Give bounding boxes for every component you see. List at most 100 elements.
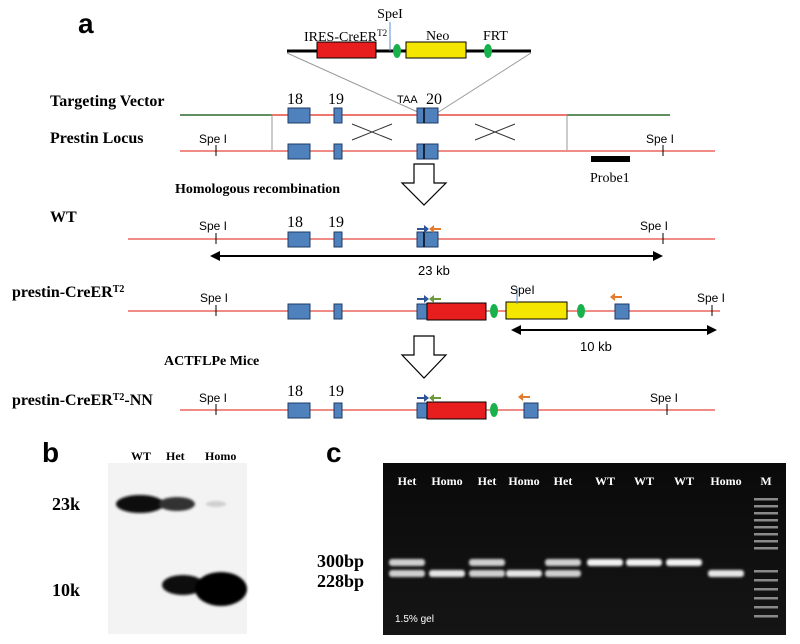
cre-frt-right <box>577 304 585 318</box>
gel-ladder-band <box>754 505 778 508</box>
targeting-vector-row: 18 19 20 TAA <box>180 91 670 124</box>
actflpe-label: ACTFLPe Mice <box>164 354 259 369</box>
gel-percentage-note: 1.5% gel <box>395 614 434 625</box>
probe1-label: Probe1 <box>590 171 630 186</box>
ires-creert2-label: IRES-CreERT2 <box>304 28 387 45</box>
gel-band-228bp <box>506 570 542 577</box>
cre-spei-right-label: Spe I <box>697 291 725 305</box>
gel-lane-label: WT <box>634 474 654 488</box>
expansion-line-left <box>286 52 421 114</box>
gel-lane-label: M <box>760 474 771 488</box>
gel-band-228bp <box>545 570 581 577</box>
cre-neo-box <box>505 301 568 320</box>
wt-exon-19-label: 19 <box>328 214 344 231</box>
southern-blot: WT Het Homo 23k 10k <box>52 449 247 634</box>
gel-bands <box>389 559 744 577</box>
southern-size-23k: 23k <box>52 494 80 514</box>
nn-creert2-box <box>426 401 487 420</box>
southern-band-het-10k <box>162 575 204 595</box>
prestin-creert2-label: prestin-CreERT2 <box>12 284 124 302</box>
locus-spei-right-label: Spe I <box>646 132 674 146</box>
locus-exon-19 <box>333 143 343 160</box>
panel-c-label: c <box>326 437 342 468</box>
nn-exon-18 <box>287 402 311 419</box>
cre-primer-reverse-icon <box>610 293 622 301</box>
gel-lane-label: Homo <box>431 474 462 488</box>
gel-ladder-band <box>754 615 778 618</box>
taa-label: TAA <box>397 94 418 106</box>
spei-cassette-label: SpeI <box>377 7 403 22</box>
frt-site-right <box>484 44 492 58</box>
prestin-creert2-allele-row: SpeI Spe I Spe I 10 kb <box>128 283 725 354</box>
wt-exon-20 <box>416 231 439 248</box>
gel-ladder-band <box>754 579 778 582</box>
targeting-cassette: SpeI IRES-CreERT2 Neo FRT <box>287 7 531 59</box>
gel-ladder-band <box>754 533 778 536</box>
panel-a-label: a <box>78 8 94 39</box>
southern-blot-film <box>108 463 247 634</box>
wt-primer-reverse-icon <box>429 225 441 233</box>
wt-exon-18 <box>287 231 311 248</box>
gel-ladder-band <box>754 519 778 522</box>
gel-size-228bp: 228bp <box>317 571 364 591</box>
gel-ladder-band <box>754 606 778 609</box>
southern-lane-het: Het <box>166 449 185 463</box>
southern-size-10k: 10k <box>52 580 80 600</box>
wt-allele-row: 18 19 Spe I Spe I 23 kb <box>128 214 715 278</box>
cre-spei-left-label: Spe I <box>200 291 228 305</box>
gel-band-228bp <box>708 570 744 577</box>
prestin-creert2-nn-label: prestin-CreERT2-NN <box>12 392 153 410</box>
southern-lane-homo: Homo <box>205 449 236 463</box>
recombination-arrow <box>400 163 448 206</box>
gel-ladder-band <box>754 547 778 550</box>
cre-creert2-box <box>426 302 487 321</box>
ires-creert2-box <box>316 41 377 59</box>
prestin-locus-label: Prestin Locus <box>50 130 143 147</box>
expansion-line-right <box>436 52 532 114</box>
vector-exon-19 <box>333 107 343 124</box>
vector-exon-20 <box>416 107 439 124</box>
gel-band-300bp <box>545 559 581 566</box>
gel-ladder-band <box>754 512 778 515</box>
gel-band-228bp <box>469 570 505 577</box>
gel-lane-label: WT <box>595 474 615 488</box>
cre-10kb-label: 10 kb <box>580 339 612 354</box>
wt-spei-left-label: Spe I <box>199 219 227 233</box>
exon-19-label: 19 <box>328 91 344 108</box>
gel-band-300bp <box>469 559 505 566</box>
panel-b-label: b <box>42 437 59 468</box>
wt-spei-right-label: Spe I <box>640 219 668 233</box>
cre-primer-cre-reverse-icon <box>429 295 441 303</box>
gel-lane-label: Het <box>398 474 417 488</box>
gel-ladder <box>754 498 778 618</box>
exon-18-label: 18 <box>287 91 303 108</box>
gel-lane-label: Het <box>478 474 497 488</box>
gel-band-300bp <box>666 559 702 566</box>
pcr-gel-image <box>383 463 786 635</box>
exon-20-label: 20 <box>426 91 442 108</box>
crossover-x2b <box>474 123 516 141</box>
southern-lane-wt: WT <box>131 449 151 463</box>
nn-frt-site <box>490 403 498 417</box>
nn-primer-forward-icon <box>417 394 429 402</box>
frt-label: FRT <box>483 29 508 44</box>
vector-exon-18 <box>287 107 311 124</box>
gel-ladder-band <box>754 597 778 600</box>
cre-exon-19 <box>333 303 343 320</box>
southern-band-homo-23k <box>206 501 226 507</box>
cre-3utr-exon <box>614 303 630 320</box>
cre-exon-20 <box>416 303 428 320</box>
locus-exon-18 <box>287 143 311 160</box>
southern-band-het-23k <box>159 497 195 511</box>
gel-ladder-band <box>754 588 778 591</box>
locus-exon-20 <box>416 143 439 160</box>
gel-ladder-band <box>754 570 778 573</box>
crossover-x1b <box>351 123 393 141</box>
wt-exon-18-label: 18 <box>287 214 303 231</box>
prestin-locus-row: Spe I Spe I Probe1 <box>180 132 715 186</box>
gel-ladder-band <box>754 540 778 543</box>
frt-site-left <box>393 44 401 58</box>
